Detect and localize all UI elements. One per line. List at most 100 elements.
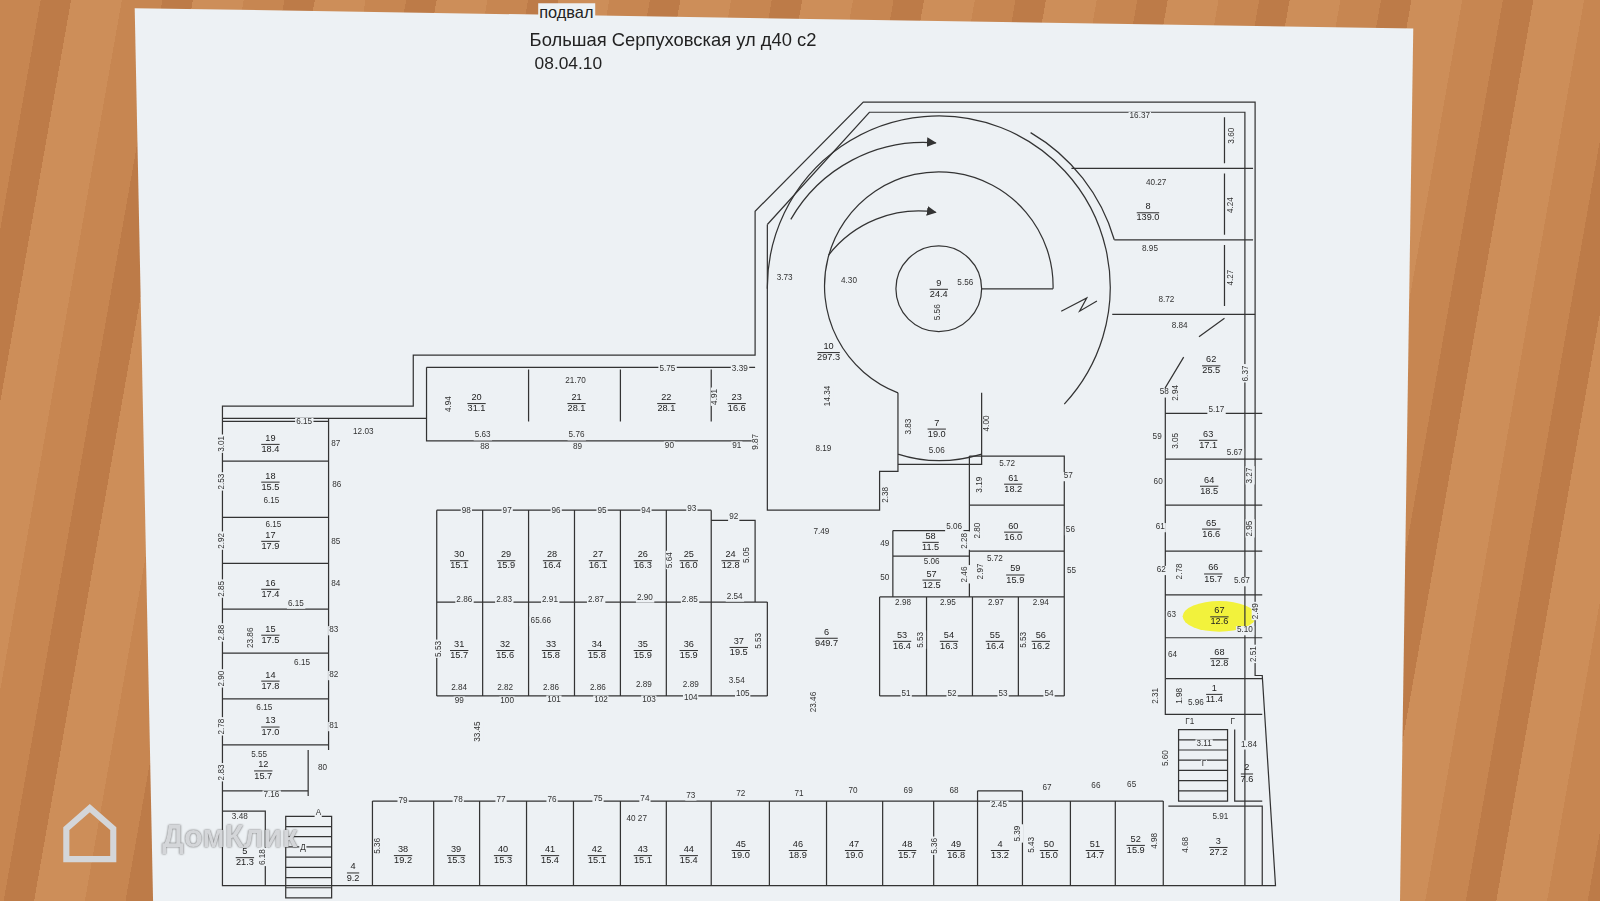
plan-label: A	[315, 809, 322, 818]
room-area: 19.2	[394, 855, 412, 866]
room-number: 31	[450, 639, 468, 649]
room-area: 16.3	[940, 640, 958, 651]
room-box: 5114.7	[1084, 838, 1106, 861]
room-box: 4115.4	[539, 843, 561, 866]
plan-label: 2.94	[1032, 599, 1050, 608]
plan-label: 5.17	[1207, 406, 1225, 415]
plan-label: 3.83	[905, 418, 914, 436]
room-area: 16.3	[634, 560, 652, 571]
plan-label: 2.97	[977, 562, 986, 580]
plan-label: 67	[1041, 784, 1052, 793]
plan-label: 2.83	[218, 763, 227, 781]
plan-label: 104	[683, 693, 699, 702]
room-number: 56	[1032, 630, 1050, 640]
room-area: 19.0	[732, 849, 750, 860]
room-number: 44	[680, 844, 698, 854]
room-number: 4	[991, 839, 1009, 849]
room-box: 3015.1	[448, 549, 470, 572]
room-area: 19.0	[845, 849, 863, 860]
plan-label: 5.53	[755, 632, 764, 650]
room-box: 8139.0	[1134, 201, 1161, 224]
plan-label: 7.49	[812, 528, 830, 537]
room-number: 43	[634, 844, 652, 854]
plan-label: 58	[1159, 388, 1170, 397]
room-area: 16.6	[1202, 528, 1220, 539]
plan-label: 5.39	[1014, 825, 1023, 843]
room-area: 9.2	[347, 872, 360, 883]
room-area: 297.3	[817, 352, 840, 363]
room-box: 3215.6	[494, 638, 516, 661]
room-box: 5712.5	[921, 568, 943, 591]
room-box: 6418.5	[1198, 474, 1220, 497]
room-area: 15.8	[542, 649, 560, 660]
plan-label: 2.90	[636, 593, 654, 602]
paper-sheet	[135, 8, 1414, 901]
walls	[222, 102, 1275, 898]
plan-label: 2.87	[587, 596, 605, 605]
room-area: 17.4	[261, 588, 279, 599]
ramp-arrows	[791, 142, 936, 255]
plan-label: 102	[593, 696, 609, 705]
room-number: 8	[1136, 202, 1159, 212]
plan-label: 91	[731, 441, 742, 450]
room-number: 47	[845, 839, 863, 849]
room-number: 63	[1199, 429, 1217, 439]
room-box: 1215.7	[252, 759, 274, 782]
plan-label: 3.60	[1228, 127, 1237, 145]
room-box: 2915.9	[495, 549, 517, 572]
plan-label: 2.28	[961, 532, 970, 550]
room-area: 15.9	[1006, 574, 1024, 585]
room-number: 26	[634, 550, 652, 560]
room-box: 27.6	[1239, 762, 1256, 785]
plan-label: 77	[495, 796, 506, 805]
plan-label: 5.05	[742, 546, 751, 564]
room-number: 59	[1006, 564, 1024, 574]
room-number: 1	[1206, 683, 1223, 693]
room-box: 49.2	[345, 861, 362, 884]
plan-label: 2.90	[218, 670, 227, 688]
room-number: 18	[261, 471, 279, 481]
plan-label: 23.86	[247, 627, 256, 649]
room-box: 3915.3	[445, 843, 467, 866]
room-area: 18.2	[1004, 483, 1022, 494]
room-number: 23	[728, 392, 746, 402]
plan-label: 1.84	[1240, 740, 1258, 749]
room-box: 1417.8	[259, 669, 281, 692]
plan-label: 2.98	[894, 599, 912, 608]
room-box: 10297.3	[815, 340, 842, 363]
room-area: 28.1	[568, 403, 586, 414]
room-number: 51	[1086, 839, 1104, 849]
plan-label: 97	[502, 507, 513, 516]
room-number: 30	[450, 550, 468, 560]
room-number: 32	[496, 639, 514, 649]
plan-label: 5.10	[1236, 626, 1254, 635]
room-area: 24.4	[930, 288, 948, 299]
room-area: 949.7	[815, 637, 838, 648]
plan-label: 1.98	[1176, 687, 1185, 705]
plan-label: 8.19	[815, 444, 833, 453]
sheet-note: подвал	[538, 3, 594, 21]
plan-label: 5.43	[1028, 836, 1037, 854]
plan-label: 82	[328, 671, 339, 680]
room-box: 5811.5	[920, 530, 941, 553]
room-box: 5416.3	[938, 629, 960, 652]
plan-label: 5.53	[917, 631, 926, 649]
plan-label: 83	[328, 626, 339, 635]
plan-label: 6.15	[293, 659, 311, 668]
plan-label: 6.18	[259, 848, 268, 866]
plan-label: 2.95	[939, 599, 957, 608]
room-number: 29	[497, 550, 515, 560]
room-number: 33	[542, 639, 560, 649]
plan-label: 40.27	[1145, 179, 1167, 188]
plan-label: 76	[546, 796, 557, 805]
room-number: 62	[1202, 355, 1220, 365]
room-area: 17.1	[1199, 439, 1217, 450]
plan-label: 2.95	[1246, 520, 1255, 538]
plan-label: 55	[1066, 567, 1077, 576]
room-box: 4618.9	[787, 838, 809, 861]
room-number: 19	[261, 433, 279, 443]
room-area: 15.8	[588, 649, 606, 660]
room-area: 15.7	[254, 770, 272, 781]
plan-label: 59	[1152, 433, 1163, 442]
room-box: 5915.9	[1004, 563, 1026, 586]
